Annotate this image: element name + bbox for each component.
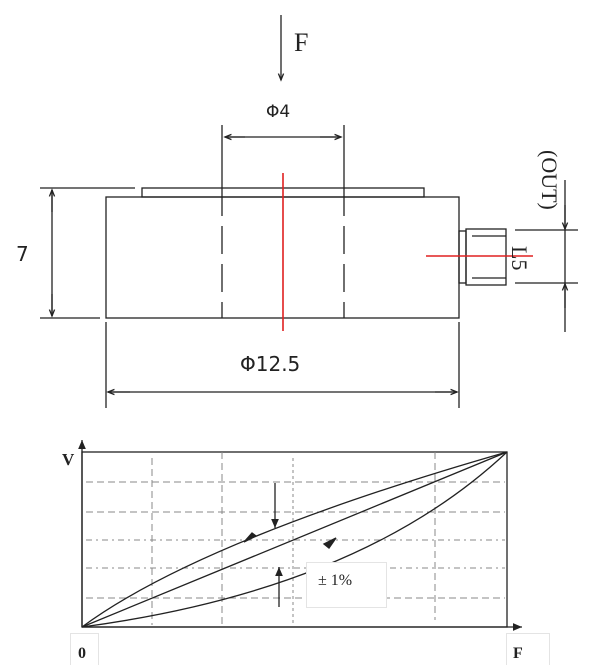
tolerance-box (306, 562, 387, 608)
tolerance-label: ± 1% (318, 572, 353, 589)
y-axis-label: V (62, 450, 75, 469)
outer-diameter-dimension (105, 322, 460, 408)
connector-length-dimension (515, 180, 578, 332)
inner-diameter-dimension (221, 125, 345, 188)
outer-diameter-label: Φ12.5 (240, 352, 301, 376)
origin-label-box (70, 633, 99, 665)
x-axis-label: F (513, 645, 523, 662)
linear-reference (81, 451, 508, 628)
origin-label: 0 (78, 645, 86, 662)
inner-diameter-label: Φ4 (266, 102, 291, 122)
output-connector (458, 228, 507, 286)
unloading-direction-arrow (243, 532, 258, 543)
height-dimension (40, 187, 135, 319)
x-axis-label-box (506, 633, 550, 665)
output-label: (OUT) (537, 150, 562, 210)
force-label: F (294, 28, 309, 57)
height-label: 7 (16, 242, 29, 266)
loading-direction-arrow (322, 537, 337, 549)
connector-length-label: L5 (507, 246, 532, 271)
hysteresis-graph (78, 440, 522, 631)
